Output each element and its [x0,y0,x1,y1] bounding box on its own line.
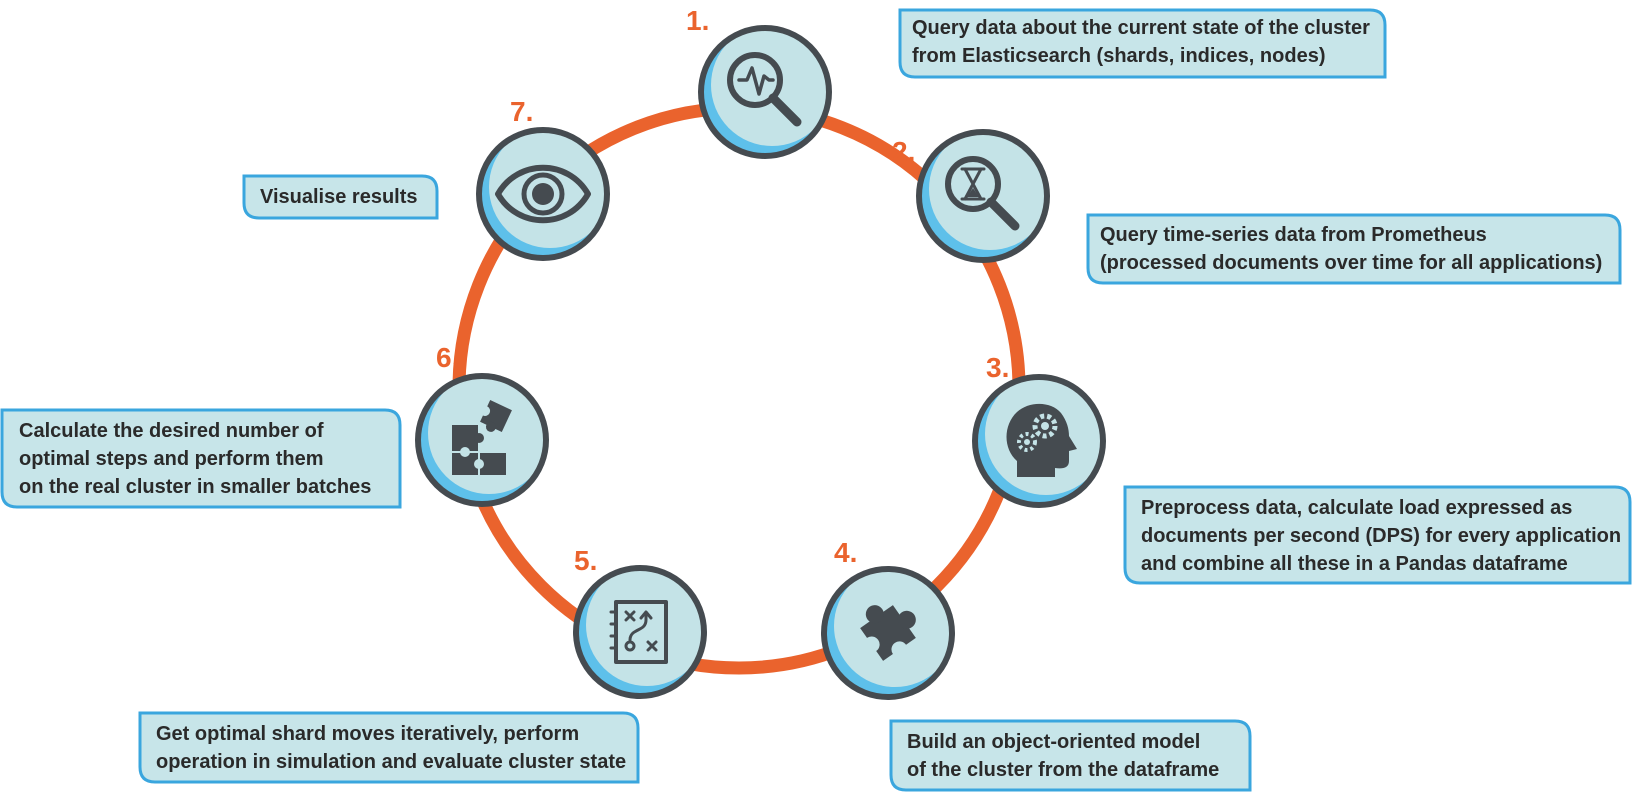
callout-line: Query time-series data from Prometheus [1100,224,1487,246]
svg-text:Visualise results: Visualise results [260,186,418,208]
svg-text:Build an object-oriented model: Build an object-oriented model of the cl… [907,731,1219,781]
svg-text:Calculate the desired number o: Calculate the desired number of optimal … [19,420,371,498]
callout-line: Preprocess data, calculate load expresse… [1141,497,1572,519]
node-circle [698,25,832,159]
callout-line: (processed documents over time for all a… [1100,252,1602,274]
callout-line: Query data about the current state of th… [912,17,1370,39]
step-7: Visualise results 7. [242,96,610,261]
callout-bubble [1123,485,1632,585]
puzzle-assembly-icon [452,400,512,475]
step-number: 2. [892,136,915,167]
svg-text:Query data about the current s: Query data about the current state of th… [912,17,1375,67]
step-3: Preprocess data, calculate load expresse… [972,352,1632,585]
svg-text:Get optimal shard moves iterat: Get optimal shard moves iteratively, per… [156,723,626,773]
node-circle [573,565,707,699]
callout-line: operation in simulation and evaluate clu… [156,751,626,773]
callout-line: from Elasticsearch (shards, indices, nod… [912,45,1325,67]
callout-bubble [0,408,402,509]
step-5: Get optimal shard moves iteratively, per… [138,545,707,784]
node-circle [821,566,955,700]
callout-bubble [1086,213,1622,285]
callout-line: and combine all these in a Pandas datafr… [1141,553,1568,575]
callout-line: Build an object-oriented model [907,731,1200,753]
step-2: Query time-series data from Prometheus (… [892,129,1622,285]
callout-bubble [242,174,439,220]
eye-icon [495,164,591,224]
node-circle [476,127,610,261]
step-4: Build an object-oriented model of the cl… [821,537,1252,792]
callout-bubble [898,8,1387,79]
puzzle-piece-icon [860,605,916,661]
callout-line: Calculate the desired number of [19,420,324,442]
step-number: 5. [574,545,597,576]
step-number: 7. [510,96,533,127]
magnifier-hourglass-icon [945,156,1020,231]
callout-line: Get optimal shard moves iteratively, per… [156,723,579,745]
magnifier-pulse-icon [727,52,802,127]
callout-line: of the cluster from the dataframe [907,759,1219,781]
node-circle [916,129,1050,263]
node-circle [972,374,1106,508]
step-1: Query data about the current state of th… [686,5,1387,159]
callout-bubble [889,719,1252,792]
strategy-board-icon [609,600,668,664]
step-number: 6. [436,342,459,373]
head-gears-icon [1006,403,1077,477]
callout-line: optimal steps and perform them [19,448,324,470]
callout-line: documents per second (DPS) for every app… [1141,525,1621,547]
callout-bubble [138,711,640,784]
svg-text:Preprocess data, calculate loa: Preprocess data, calculate load expresse… [1141,497,1627,575]
step-number: 3. [986,352,1009,383]
node-circle [415,373,549,507]
svg-text:Query time-series data from Pr: Query time-series data from Prometheus (… [1100,224,1602,274]
callout-line: on the real cluster in smaller batches [19,476,371,498]
step-number: 1. [686,5,709,36]
step-6: Calculate the desired number of optimal … [0,342,549,509]
callout-line: Visualise results [260,186,418,208]
step-number: 4. [834,537,857,568]
